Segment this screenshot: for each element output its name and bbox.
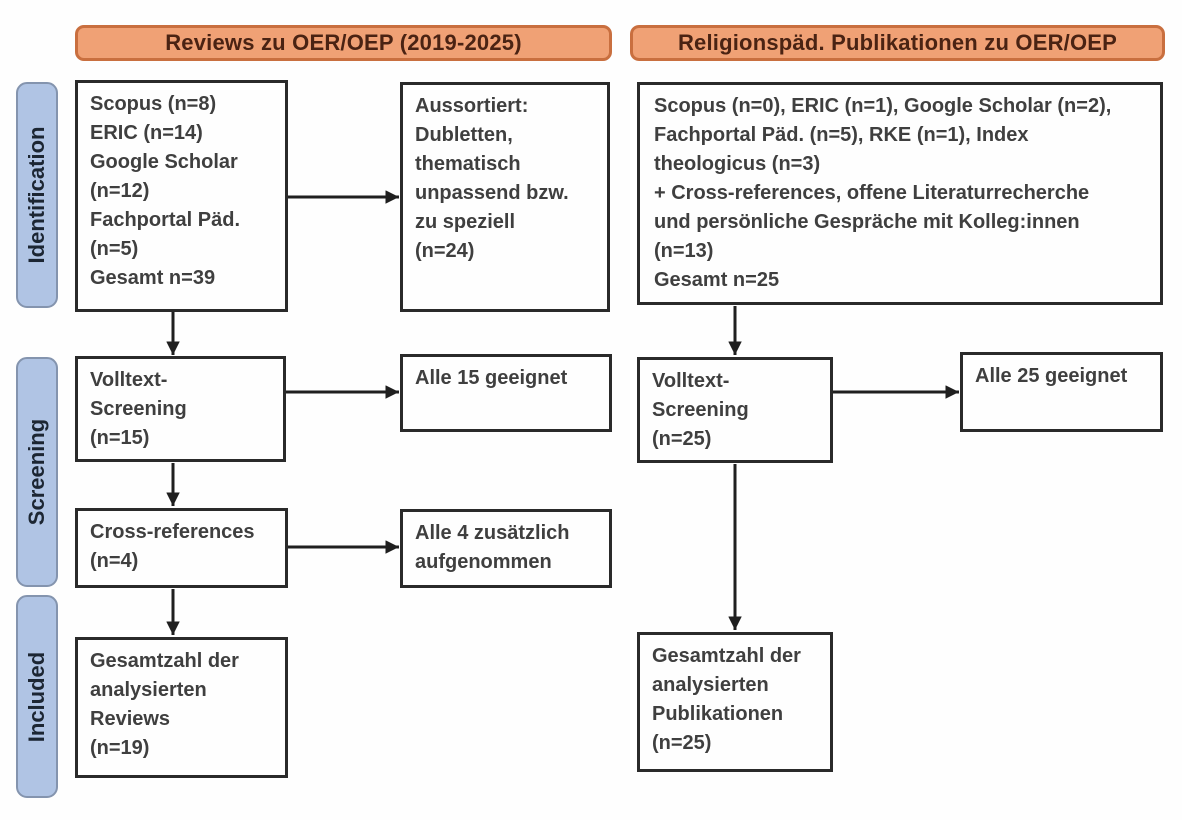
box-fulltext-screening-reviews: Volltext- Screening (n=15)	[75, 356, 286, 462]
box-fulltext-screening-relpaed: Volltext- Screening (n=25)	[637, 357, 833, 463]
box-all-25-suitable: Alle 25 geeignet	[960, 352, 1163, 432]
box-all-4-added: Alle 4 zusätzlich aufgenommen	[400, 509, 612, 588]
stage-pill-included: Included	[16, 595, 58, 798]
column-header-religionspaed: Religionspäd. Publikationen zu OER/OEP	[630, 25, 1165, 61]
box-excluded: Aussortiert: Dubletten, thematisch unpas…	[400, 82, 610, 312]
box-all-15-suitable: Alle 15 geeignet	[400, 354, 612, 432]
box-cross-references: Cross-references (n=4)	[75, 508, 288, 588]
stage-label-screening: Screening	[24, 418, 49, 526]
column-header-reviews: Reviews zu OER/OEP (2019-2025)	[75, 25, 612, 61]
box-included-publications: Gesamtzahl der analysierten Publikatione…	[637, 632, 833, 772]
stage-pill-screening: Screening	[16, 357, 58, 587]
stage-label-included: Included	[24, 651, 49, 742]
stage-label-identification: Identification	[24, 126, 49, 264]
stage-pill-identification: Identification	[16, 82, 58, 308]
box-included-reviews: Gesamtzahl der analysierten Reviews (n=1…	[75, 637, 288, 778]
box-identification-sources-relpaed: Scopus (n=0), ERIC (n=1), Google Scholar…	[637, 82, 1163, 305]
box-identification-sources-reviews: Scopus (n=8) ERIC (n=14) Google Scholar …	[75, 80, 288, 312]
